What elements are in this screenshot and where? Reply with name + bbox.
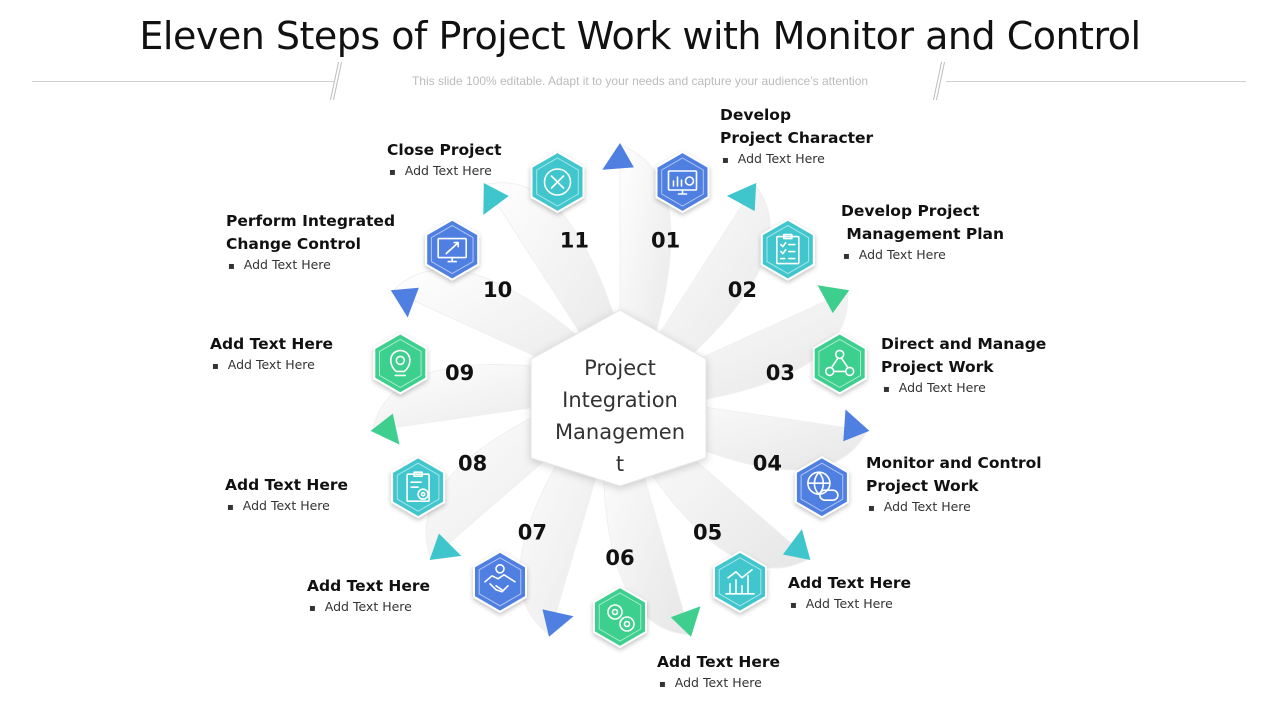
step-heading: Monitor and Control Project Work: [866, 454, 1042, 495]
checklist-icon: [760, 218, 815, 281]
step-number: 07: [518, 520, 547, 544]
step-heading: Add Text Here: [657, 653, 781, 671]
pointer-triangle: [726, 183, 757, 212]
center-label-line: Integration: [562, 388, 678, 412]
step-text: Add Text Here: [228, 256, 395, 276]
step-label-09: Add Text Here Add Text Here: [210, 333, 333, 376]
step-text: Add Text Here: [722, 150, 873, 170]
step-label-10: Perform Integrated Change Control Add Te…: [226, 210, 395, 276]
step-label-03: Direct and Manage Project Work Add Text …: [881, 333, 1046, 399]
step-heading: Add Text Here: [210, 335, 334, 353]
center-label-line: Managemen: [554, 420, 686, 444]
gears-icon: [593, 585, 647, 649]
step-label-11: Close Project Add Text Here: [387, 139, 502, 182]
pointer-triangle: [390, 287, 419, 318]
pointer-triangle: [670, 606, 701, 637]
pointer-triangle: [817, 285, 850, 314]
lightbulb-gear-icon: [373, 332, 428, 395]
step-number: 03: [766, 361, 795, 385]
step-number: 08: [458, 451, 487, 475]
step-text: Add Text Here: [883, 379, 1046, 399]
step-text: Add Text Here: [389, 162, 502, 182]
slide-title: Eleven Steps of Project Work with Monito…: [139, 14, 1141, 58]
step-text: Add Text Here: [212, 356, 333, 376]
step-text: Add Text Here: [843, 246, 1004, 266]
title-rule-left: [32, 81, 334, 82]
title-rule-right: [946, 81, 1246, 82]
pointer-triangle: [429, 533, 462, 560]
center-label: Project Integration Managemen t: [540, 352, 700, 480]
handshake-icon: [473, 550, 527, 613]
pointer-triangle: [843, 409, 870, 442]
center-label-line: Project: [584, 356, 656, 380]
step-text: Add Text Here: [790, 595, 911, 615]
step-number: 06: [605, 546, 634, 570]
step-number: 01: [651, 229, 680, 253]
slide-subtitle: This slide 100% editable. Adapt it to yo…: [411, 74, 869, 88]
step-label-04: Monitor and Control Project Work Add Tex…: [866, 452, 1042, 518]
center-label-line: t: [615, 452, 625, 476]
step-heading: Add Text Here: [307, 577, 431, 595]
step-label-01: Develop Project Character Add Text Here: [720, 104, 873, 170]
step-heading: Develop Project Character: [720, 106, 874, 147]
step-numbers: 01 02 03 04 05 06 07 08 09 10 11: [445, 229, 795, 570]
wheel-pointers: [370, 143, 870, 637]
bar-chart-icon: [713, 550, 767, 613]
chart-monitor-icon: [655, 150, 710, 214]
step-number: 02: [728, 278, 757, 302]
step-label-08: Add Text Here Add Text Here: [225, 474, 348, 517]
clipboard-gear-icon: [391, 456, 446, 519]
step-number: 04: [753, 451, 782, 475]
step-text: Add Text Here: [659, 674, 780, 694]
step-text: Add Text Here: [868, 498, 1042, 518]
step-heading: Develop Project Management Plan: [841, 202, 1005, 243]
step-heading: Perform Integrated Change Control: [226, 212, 396, 253]
step-text: Add Text Here: [227, 497, 348, 517]
close-circle-icon: [530, 150, 585, 214]
rocket-monitor-icon: [425, 218, 480, 281]
step-heading: Close Project: [387, 141, 502, 159]
globe-gamepad-icon: [794, 456, 849, 519]
step-label-02: Develop Project Management Plan Add Text…: [841, 200, 1004, 266]
step-text: Add Text Here: [309, 598, 430, 618]
team-network-icon: [812, 332, 867, 395]
step-heading: Add Text Here: [225, 476, 349, 494]
pointer-triangle: [370, 413, 400, 445]
pointer-triangle: [483, 183, 509, 215]
step-label-06: Add Text Here Add Text Here: [657, 651, 780, 694]
step-heading: Direct and Manage Project Work: [881, 335, 1047, 376]
pointer-triangle: [602, 143, 634, 170]
step-number: 11: [560, 229, 589, 253]
step-icons: [373, 150, 867, 649]
step-label-05: Add Text Here Add Text Here: [788, 572, 911, 615]
step-number: 10: [483, 278, 512, 302]
center-hexagon: [530, 309, 707, 487]
step-heading: Add Text Here: [788, 574, 912, 592]
step-label-07: Add Text Here Add Text Here: [307, 575, 430, 618]
pointer-triangle: [542, 609, 574, 637]
pointer-triangle: [782, 529, 811, 560]
step-number: 05: [693, 520, 722, 544]
step-number: 09: [445, 361, 474, 385]
